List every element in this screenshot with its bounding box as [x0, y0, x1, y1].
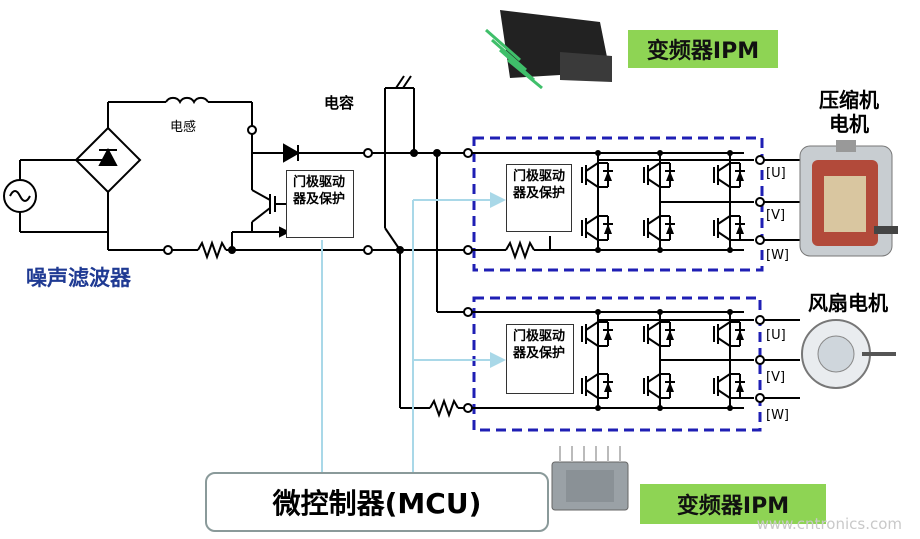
capacitor: [384, 75, 415, 251]
ipm-module-image-bottom: [551, 446, 629, 511]
noise-filter-label: 噪声滤波器: [26, 266, 131, 290]
terminal-u-bottom: [U]: [766, 328, 786, 343]
signal-lines: [321, 192, 506, 472]
ipm-top-switches: [581, 150, 754, 253]
terminal-v-top: [V]: [766, 208, 786, 223]
gate-driver-compressor: 门极驱动器及保护: [506, 164, 572, 232]
mcu-box: 微控制器(MCU): [205, 472, 549, 532]
capacitor-label: 电容: [324, 94, 355, 112]
fan-motor-label: 风扇电机: [808, 291, 888, 315]
gate-driver-fan: 门极驱动器及保护: [506, 324, 574, 394]
inductor-label: 电感: [170, 120, 197, 135]
pfc-transistor: [232, 153, 291, 238]
compressor-motor-image: [799, 140, 898, 257]
terminal-w-bottom: [W]: [766, 408, 789, 423]
bridge-rectifier: [74, 102, 142, 250]
terminal-v-bottom: [V]: [766, 370, 786, 385]
output-terminals: [755, 155, 800, 403]
terminal-u-top: [U]: [766, 166, 786, 181]
ac-source: [3, 159, 108, 233]
ipm-label-bottom: 变频器IPM: [640, 484, 826, 524]
ipm-bottom-switches: [581, 309, 754, 411]
dc-bus-bottom: [108, 232, 473, 260]
inductor: [108, 96, 257, 153]
watermark: www.cntronics.com: [756, 515, 902, 533]
ipm-top-internals: [472, 152, 744, 260]
compressor-motor-label: 压缩机电机: [819, 88, 879, 136]
dc-bus-top: [252, 143, 473, 163]
terminal-w-top: [W]: [766, 248, 789, 263]
gate-driver-pfc: 门极驱动器及保护: [286, 170, 354, 238]
mcu-label: 微控制器(MCU): [272, 487, 482, 520]
fan-inverter-feed: [399, 153, 473, 418]
ipm-module-image-top: [485, 10, 612, 90]
ipm-bottom-internals: [472, 311, 744, 409]
ipm-label-top: 变频器IPM: [628, 30, 778, 68]
fan-motor-image: [801, 319, 896, 389]
